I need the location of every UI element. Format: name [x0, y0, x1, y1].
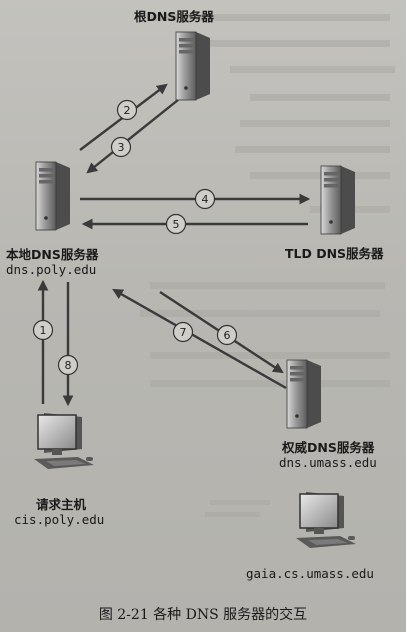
step-circle	[194, 188, 216, 210]
requesting-host-hostname: cis.poly.edu	[14, 512, 105, 527]
step-8-marker: 8	[57, 354, 79, 376]
root-dns-server-label: 根DNS服务器	[134, 9, 214, 24]
step-number: 5	[173, 218, 180, 231]
step-5-marker: 5	[165, 213, 187, 235]
target-host-hostname: gaia.cs.umass.edu	[246, 566, 374, 581]
step-3-marker: 3	[110, 136, 132, 158]
step-number: 4	[202, 193, 209, 206]
step-1-marker: 1	[32, 319, 54, 341]
local-dns-server-hostname: dns.poly.edu	[6, 262, 97, 277]
step-number: 8	[65, 359, 72, 372]
step-circle	[165, 213, 187, 235]
step-circle	[216, 324, 238, 346]
root-dns-server-icon	[175, 31, 211, 101]
requesting-host-computer-icon	[33, 412, 95, 470]
authoritative-dns-server-label: 权威DNS服务器	[282, 440, 375, 455]
step-4-marker: 4	[194, 188, 216, 210]
step-7-marker: 7	[172, 321, 194, 343]
arrow-step-3	[86, 99, 179, 174]
figure-caption: 图 2-21 各种 DNS 服务器的交互	[98, 607, 308, 623]
step-circle	[57, 354, 79, 376]
step-6-marker: 6	[216, 324, 238, 346]
local-dns-server-label: 本地DNS服务器	[6, 247, 99, 262]
step-number: 6	[224, 329, 231, 342]
tld-dns-server-icon	[320, 165, 356, 235]
target-host-computer-icon	[295, 491, 357, 549]
step-circle	[116, 99, 138, 121]
step-circle	[172, 321, 194, 343]
step-number: 1	[40, 324, 47, 337]
requesting-host-label: 请求主机	[36, 497, 87, 512]
step-circle	[110, 136, 132, 158]
step-circle	[32, 319, 54, 341]
arrow-step-7	[112, 288, 287, 390]
step-number: 2	[124, 104, 131, 117]
tld-dns-server-label: TLD DNS服务器	[285, 246, 384, 261]
step-number: 3	[118, 141, 125, 154]
step-2-marker: 2	[116, 99, 138, 121]
authoritative-dns-server-hostname: dns.umass.edu	[279, 455, 377, 470]
local-dns-server-icon	[35, 161, 71, 231]
step-number: 7	[180, 326, 187, 339]
authoritative-dns-server-icon	[286, 359, 322, 429]
